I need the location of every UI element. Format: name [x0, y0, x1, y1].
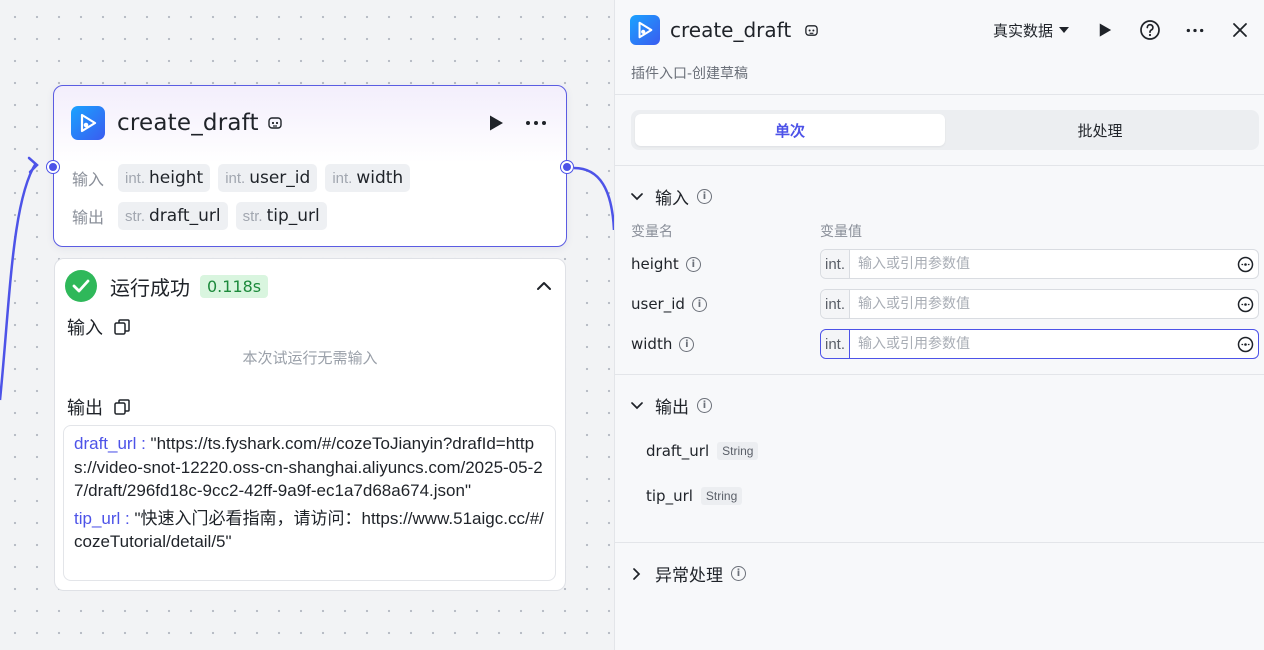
close-icon[interactable] — [1228, 18, 1252, 42]
node-inputs-row: 输入 int.height int.user_id int.width — [72, 164, 411, 192]
result-output-section: 输出 — [67, 394, 131, 420]
output-section-header[interactable]: 输出 i — [631, 393, 712, 418]
run-result-header: 运行成功 0.118s — [65, 270, 555, 302]
play-icon[interactable] — [1093, 18, 1117, 42]
input-section-header[interactable]: 输入 i — [631, 184, 712, 209]
column-header-name: 变量名 — [631, 224, 673, 240]
output-entry-draft-url: draft_url : "https://ts.fyshark.com/#/co… — [74, 434, 543, 500]
input-tag-height: int.height — [118, 164, 211, 192]
width-input[interactable] — [850, 336, 1232, 352]
chevron-right-icon — [633, 567, 641, 580]
user-id-field[interactable]: int. — [820, 289, 1259, 319]
divider — [615, 542, 1264, 543]
data-mode-select[interactable]: 真实数据 — [993, 20, 1069, 41]
output-param-tip-url: tip_url String — [646, 487, 743, 505]
param-label-user-id: user_id i — [631, 289, 707, 319]
info-icon[interactable]: i — [697, 189, 712, 204]
node-input-label: 输入 — [72, 170, 105, 189]
plugin-badge-icon — [799, 18, 823, 42]
workflow-canvas[interactable]: create_draft 输入 int.height int.user_id i… — [0, 0, 614, 650]
node-header: create_draft — [71, 105, 548, 141]
help-icon[interactable] — [1138, 18, 1162, 42]
error-handling-header[interactable]: 异常处理 i — [631, 561, 746, 586]
more-icon[interactable] — [1183, 18, 1207, 42]
panel-subtitle: 插件入口-创建草稿 — [631, 66, 749, 82]
chevron-up-icon[interactable] — [533, 275, 555, 297]
node-outputs-row: 输出 str.draft_url str.tip_url — [72, 202, 327, 230]
output-entry-tip-url: tip_url : "快速入门必看指南，请访问：https://www.51ai… — [74, 508, 544, 552]
more-icon[interactable] — [524, 111, 548, 135]
width-field[interactable]: int. — [820, 329, 1259, 359]
column-header-value: 变量值 — [820, 224, 862, 240]
connection-edges — [0, 156, 614, 401]
output-port[interactable] — [561, 161, 573, 173]
node-test-panel: create_draft 真实数据 插件入口-创建草稿 单次 批处理 输入 i — [614, 0, 1264, 650]
info-icon[interactable]: i — [697, 398, 712, 413]
info-icon[interactable]: i — [731, 566, 746, 581]
chevron-down-icon — [631, 401, 643, 409]
plugin-logo-icon — [630, 15, 660, 45]
node-output-label: 输出 — [72, 208, 105, 227]
run-result-card: 运行成功 0.118s 输入 本次试运行无需输入 输出 draft_url : … — [54, 258, 566, 591]
chevron-down-icon — [631, 192, 643, 200]
type-label: int. — [821, 330, 850, 358]
divider — [615, 165, 1264, 166]
caret-down-icon — [1059, 26, 1069, 33]
plugin-badge-icon — [267, 115, 283, 131]
copy-icon[interactable] — [113, 398, 131, 416]
type-label: int. — [821, 250, 850, 278]
type-badge: String — [700, 487, 743, 505]
param-label-height: height i — [631, 249, 701, 279]
info-icon[interactable]: i — [691, 296, 707, 312]
run-mode-tabs: 单次 批处理 — [631, 110, 1259, 150]
copy-icon[interactable] — [113, 318, 131, 336]
divider — [615, 94, 1264, 95]
no-input-text: 本次试运行无需输入 — [242, 349, 378, 367]
info-icon[interactable]: i — [685, 256, 701, 272]
node-title: create_draft — [117, 110, 259, 136]
input-tag-width: int.width — [325, 164, 411, 192]
type-label: int. — [821, 290, 850, 318]
output-tag-draft-url: str.draft_url — [118, 202, 228, 230]
tab-batch[interactable]: 批处理 — [1077, 121, 1123, 140]
height-field[interactable]: int. — [820, 249, 1259, 279]
run-status: 运行成功 — [110, 275, 190, 300]
param-label-width: width i — [631, 329, 695, 359]
panel-title: create_draft — [670, 18, 792, 42]
input-port[interactable] — [47, 161, 59, 173]
info-icon[interactable]: i — [679, 336, 695, 352]
output-json-box: draft_url : "https://ts.fyshark.com/#/co… — [63, 425, 556, 581]
variable-ref-icon[interactable] — [1232, 256, 1258, 273]
tab-single[interactable]: 单次 — [635, 114, 945, 146]
divider — [615, 374, 1264, 375]
height-input[interactable] — [850, 256, 1232, 272]
run-time-badge: 0.118s — [200, 274, 269, 298]
output-tag-tip-url: str.tip_url — [235, 202, 327, 230]
result-input-section: 输入 — [67, 314, 131, 340]
plugin-node-card[interactable]: create_draft 输入 int.height int.user_id i… — [47, 85, 573, 247]
output-param-draft-url: draft_url String — [646, 442, 759, 460]
play-icon[interactable] — [484, 111, 508, 135]
plugin-logo-icon — [71, 106, 105, 140]
input-tag-user-id: int.user_id — [218, 164, 318, 192]
variable-ref-icon[interactable] — [1232, 296, 1258, 313]
user-id-input[interactable] — [850, 296, 1232, 312]
panel-header: create_draft 真实数据 — [630, 14, 1252, 46]
check-circle-icon — [65, 270, 97, 302]
variable-ref-icon[interactable] — [1232, 336, 1258, 353]
type-badge: String — [717, 442, 759, 460]
